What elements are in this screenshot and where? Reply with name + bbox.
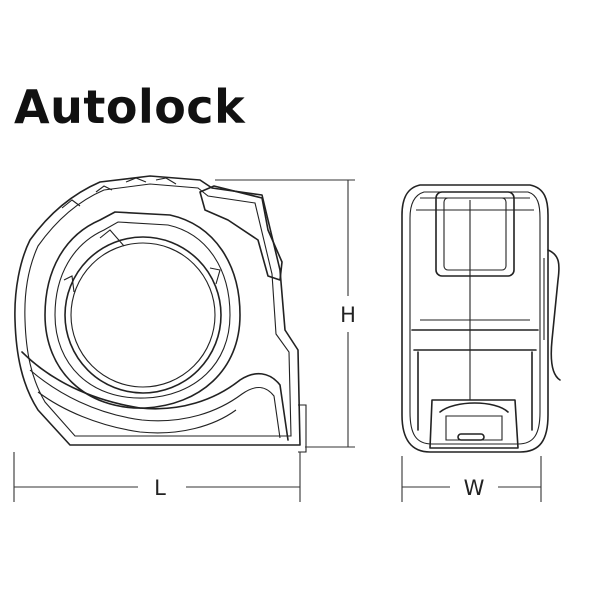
page-title: Autolock (14, 80, 246, 134)
height-label: H (340, 303, 356, 327)
width-dimension: W (401, 456, 542, 502)
tape-measure-side-view (14, 175, 307, 453)
length-label: L (154, 476, 166, 500)
tape-measure-front-view (401, 184, 561, 453)
width-label: W (464, 476, 485, 500)
length-dimension: L (13, 452, 301, 502)
height-dimension: H (215, 179, 356, 448)
